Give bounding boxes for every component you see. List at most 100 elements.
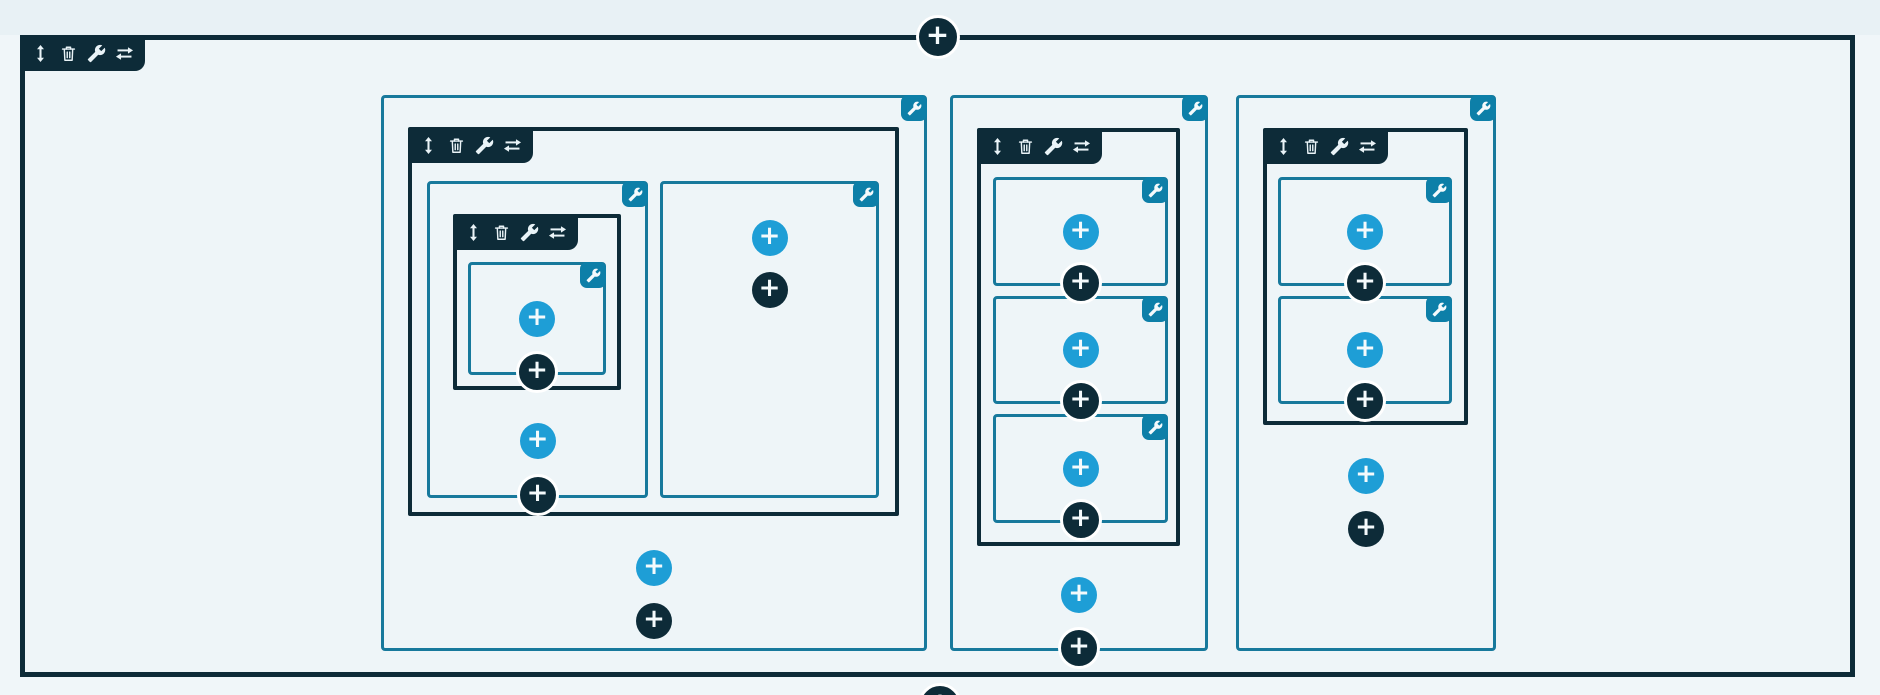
inner-column-b: + + (660, 181, 879, 498)
plus-icon: + (925, 18, 950, 51)
column-settings-badge[interactable] (901, 95, 927, 121)
add-module-button[interactable]: + (1062, 332, 1099, 368)
add-module-button[interactable]: + (519, 300, 555, 337)
drag-vertical-icon[interactable] (419, 136, 438, 155)
column-1: + + + + + + + + (381, 95, 927, 651)
module-toolbar (453, 214, 578, 250)
row-2: + + + + + + (977, 128, 1180, 546)
trash-icon[interactable] (492, 223, 511, 242)
wrench-icon[interactable] (520, 223, 539, 242)
insert-row-button[interactable]: + (751, 272, 788, 308)
wrench-icon[interactable] (87, 44, 106, 63)
trash-icon[interactable] (59, 44, 78, 63)
insert-section-button-top[interactable]: + (915, 15, 960, 59)
settings-wrench-icon (586, 268, 601, 283)
plus-icon: + (1069, 451, 1092, 482)
swap-horizontal-icon[interactable] (1358, 137, 1377, 156)
plus-icon: + (526, 424, 549, 454)
trash-icon[interactable] (1302, 137, 1321, 156)
plus-icon: + (758, 221, 781, 251)
module-settings-badge[interactable] (1426, 296, 1452, 322)
plus-icon: + (1354, 384, 1376, 414)
add-module-button[interactable]: + (1062, 213, 1099, 250)
row-3: + + + + (1263, 128, 1468, 425)
plus-icon: + (643, 604, 665, 634)
add-module-button[interactable]: + (751, 220, 788, 256)
column-settings-badge[interactable] (622, 181, 648, 207)
module-placeholder: + + (993, 414, 1168, 541)
settings-wrench-icon (1432, 302, 1447, 317)
wrench-icon[interactable] (475, 136, 494, 155)
section-wireframe: + + + + + (20, 15, 1855, 677)
wrench-icon[interactable] (1044, 137, 1063, 156)
add-module-button[interactable]: + (1062, 450, 1099, 487)
module-placeholder: + + (468, 262, 606, 393)
plus-icon: + (526, 301, 548, 332)
plus-icon: + (1354, 266, 1376, 296)
row-1: + + + + + + (408, 127, 899, 516)
insert-row-button[interactable]: + (1059, 499, 1102, 541)
add-module-button[interactable]: + (1061, 577, 1097, 613)
module-settings-badge[interactable] (1142, 414, 1168, 440)
drag-vertical-icon[interactable] (1274, 137, 1293, 156)
plus-icon: + (928, 689, 951, 695)
column-settings-badge[interactable] (1182, 95, 1208, 121)
settings-wrench-icon (1148, 302, 1163, 317)
insert-section-button-bottom[interactable]: + (918, 683, 962, 695)
add-module-button[interactable]: + (1347, 213, 1383, 250)
settings-wrench-icon (907, 101, 922, 116)
column-settings-badge[interactable] (1470, 95, 1496, 121)
swap-horizontal-icon[interactable] (548, 223, 567, 242)
module-placeholder: + + (993, 296, 1168, 422)
settings-wrench-icon (1476, 101, 1491, 116)
drag-vertical-icon[interactable] (464, 223, 483, 242)
insert-row-button[interactable]: + (636, 603, 672, 639)
insert-row-button[interactable]: + (1059, 262, 1102, 304)
add-module-button[interactable]: + (636, 550, 672, 586)
insert-row-button[interactable]: + (1058, 627, 1100, 669)
plus-icon: + (526, 355, 548, 385)
column-settings-badge[interactable] (853, 181, 879, 207)
insert-row-button[interactable]: + (1059, 380, 1102, 422)
plus-icon: + (1069, 333, 1092, 363)
column-3: + + + + + + (1236, 95, 1496, 651)
trash-icon[interactable] (1016, 137, 1035, 156)
settings-wrench-icon (1148, 183, 1163, 198)
inner-column-a: + + + + (427, 181, 648, 516)
plus-icon: + (1068, 578, 1090, 608)
plus-icon: + (758, 273, 781, 303)
swap-horizontal-icon[interactable] (1072, 137, 1091, 156)
insert-row-button[interactable]: + (1344, 380, 1386, 422)
swap-horizontal-icon[interactable] (503, 136, 522, 155)
plus-icon: + (1069, 266, 1092, 296)
settings-wrench-icon (859, 187, 874, 202)
insert-row-button[interactable]: + (1344, 262, 1386, 304)
module-settings-badge[interactable] (1142, 296, 1168, 322)
row-toolbar (1263, 128, 1388, 164)
add-module-button[interactable]: + (519, 423, 556, 459)
drag-vertical-icon[interactable] (988, 137, 1007, 156)
plus-icon: + (643, 551, 665, 581)
drag-vertical-icon[interactable] (31, 44, 50, 63)
plus-icon: + (1068, 631, 1090, 661)
wrench-icon[interactable] (1330, 137, 1349, 156)
insert-row-button[interactable]: + (1348, 511, 1384, 547)
trash-icon[interactable] (447, 136, 466, 155)
column-2: + + + + + + + + (950, 95, 1208, 669)
insert-row-button[interactable]: + (516, 351, 558, 393)
plus-icon: + (526, 478, 549, 508)
insert-row-button[interactable]: + (516, 474, 559, 516)
module-settings-badge[interactable] (1426, 177, 1452, 203)
add-module-button[interactable]: + (1347, 332, 1383, 368)
add-module-button[interactable]: + (1348, 458, 1384, 494)
row-toolbar (408, 127, 533, 163)
swap-horizontal-icon[interactable] (115, 44, 134, 63)
module-settings-badge[interactable] (1142, 177, 1168, 203)
plus-icon: + (1355, 459, 1377, 489)
settings-wrench-icon (1188, 101, 1203, 116)
module-settings-badge[interactable] (580, 262, 606, 288)
settings-wrench-icon (628, 187, 643, 202)
plus-icon: + (1069, 503, 1092, 533)
settings-wrench-icon (1148, 420, 1163, 435)
